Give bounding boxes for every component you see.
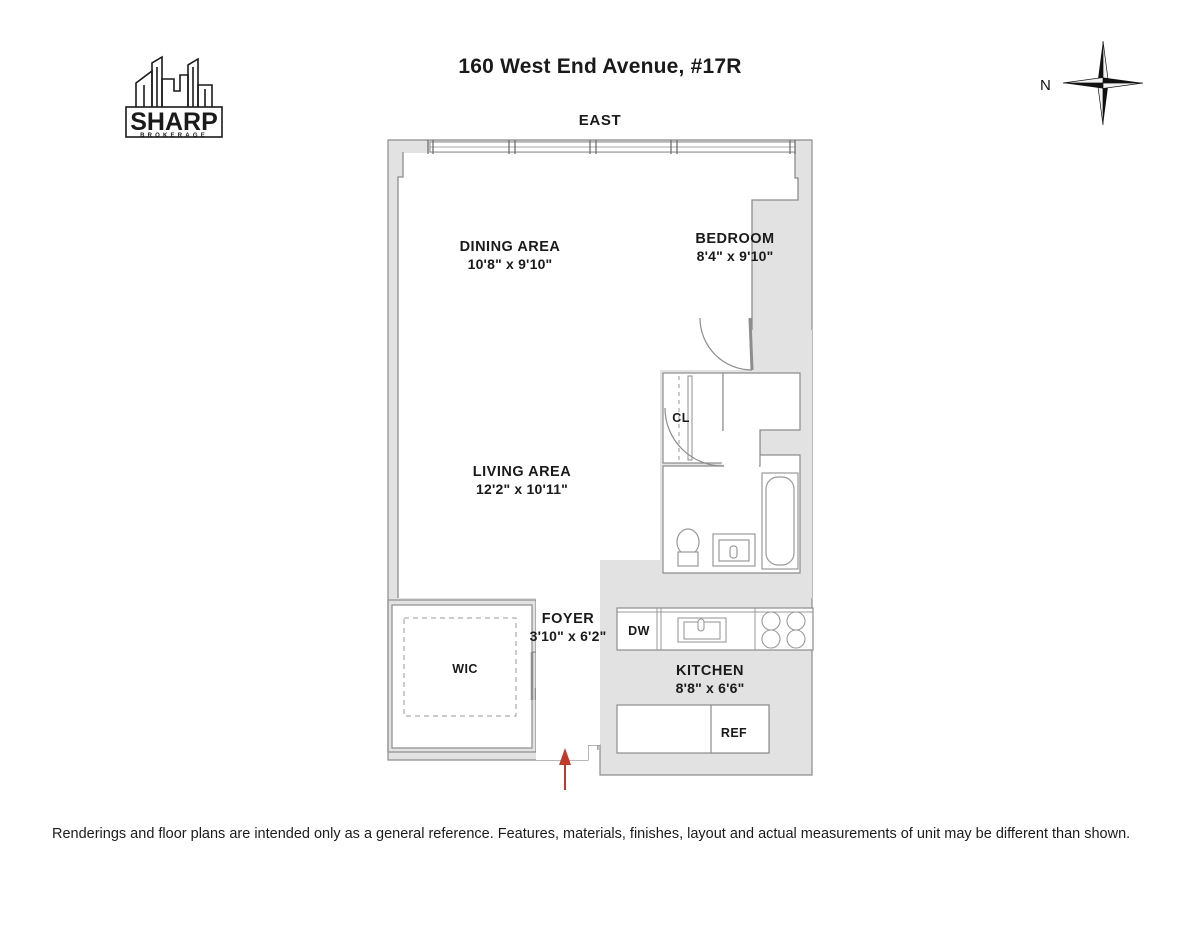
room-name-foyer: FOYER: [541, 611, 595, 627]
room-label-foyer: FOYER 3'10" x 6'2": [488, 610, 648, 646]
appliance-label-dishwasher: DW: [628, 624, 650, 638]
closet-room: [662, 372, 724, 464]
wall-outlines: [397, 152, 799, 598]
compass-star-icon: [1062, 40, 1144, 126]
wic-room: [391, 604, 533, 749]
disclaimer-text: Renderings and floor plans are intended …: [52, 826, 1131, 842]
brand-subtitle: BROKERAGE: [140, 133, 208, 139]
skyline-logo-icon: SHARP: [125, 55, 223, 138]
room-floors: [398, 153, 798, 598]
room-dimensions-living: 12'2" x 10'11": [475, 481, 569, 498]
room-dimensions-dining: 10'8" x 9'10": [467, 256, 553, 273]
room-name-bedroom: BEDROOM: [695, 231, 775, 247]
room-name-living: LIVING AREA: [472, 464, 572, 480]
room-label-dining: DINING AREA 10'8" x 9'10": [400, 238, 620, 274]
room-dimensions-foyer: 3'10" x 6'2": [529, 628, 607, 645]
kitchen-sink-icon: [677, 617, 727, 643]
compass-north-label: N: [1040, 77, 1051, 94]
foyer-area: [536, 597, 600, 760]
room-label-wic: WIC: [452, 662, 478, 676]
appliance-label-refrigerator: REF: [720, 726, 748, 740]
refrigerator-icon: [710, 704, 770, 754]
wic-area: [387, 599, 537, 753]
brand-logo: SHARP BROKERAGE: [118, 45, 230, 145]
brand-name: SHARP: [130, 108, 218, 136]
room-label-bedroom: BEDROOM 8'4" x 9'10": [625, 230, 845, 266]
room-label-closet: CL: [672, 411, 690, 425]
kitchen-area: [616, 607, 814, 754]
wic-shelving-outline: [403, 617, 517, 717]
room-label-living: LIVING AREA 12'2" x 10'11": [412, 463, 632, 499]
bedroom-door-arc: [699, 317, 753, 371]
entry-direction-arrow: [559, 748, 571, 790]
window-band-east: [427, 140, 796, 154]
room-dimensions-bedroom: 8'4" x 9'10": [696, 248, 774, 265]
room-dimensions-kitchen: 8'8" x 6'6": [675, 680, 745, 697]
bathtub-icon: [761, 472, 799, 570]
bathroom-fixtures: [676, 472, 799, 570]
cooktop-burners-icon: [761, 611, 806, 649]
room-name-kitchen: KITCHEN: [676, 663, 744, 679]
vanity-sink-icon: [712, 533, 756, 567]
orientation-label-east: EAST: [578, 112, 622, 129]
room-label-kitchen: KITCHEN 8'8" x 6'6": [610, 662, 810, 698]
compass-rose: [1035, 38, 1170, 128]
foyer-floor: [536, 598, 600, 760]
page-title: 160 West End Avenue, #17R: [458, 55, 742, 78]
toilet-icon: [676, 528, 700, 567]
room-name-dining: DINING AREA: [459, 239, 561, 255]
bathroom-door-arc: [664, 407, 724, 467]
